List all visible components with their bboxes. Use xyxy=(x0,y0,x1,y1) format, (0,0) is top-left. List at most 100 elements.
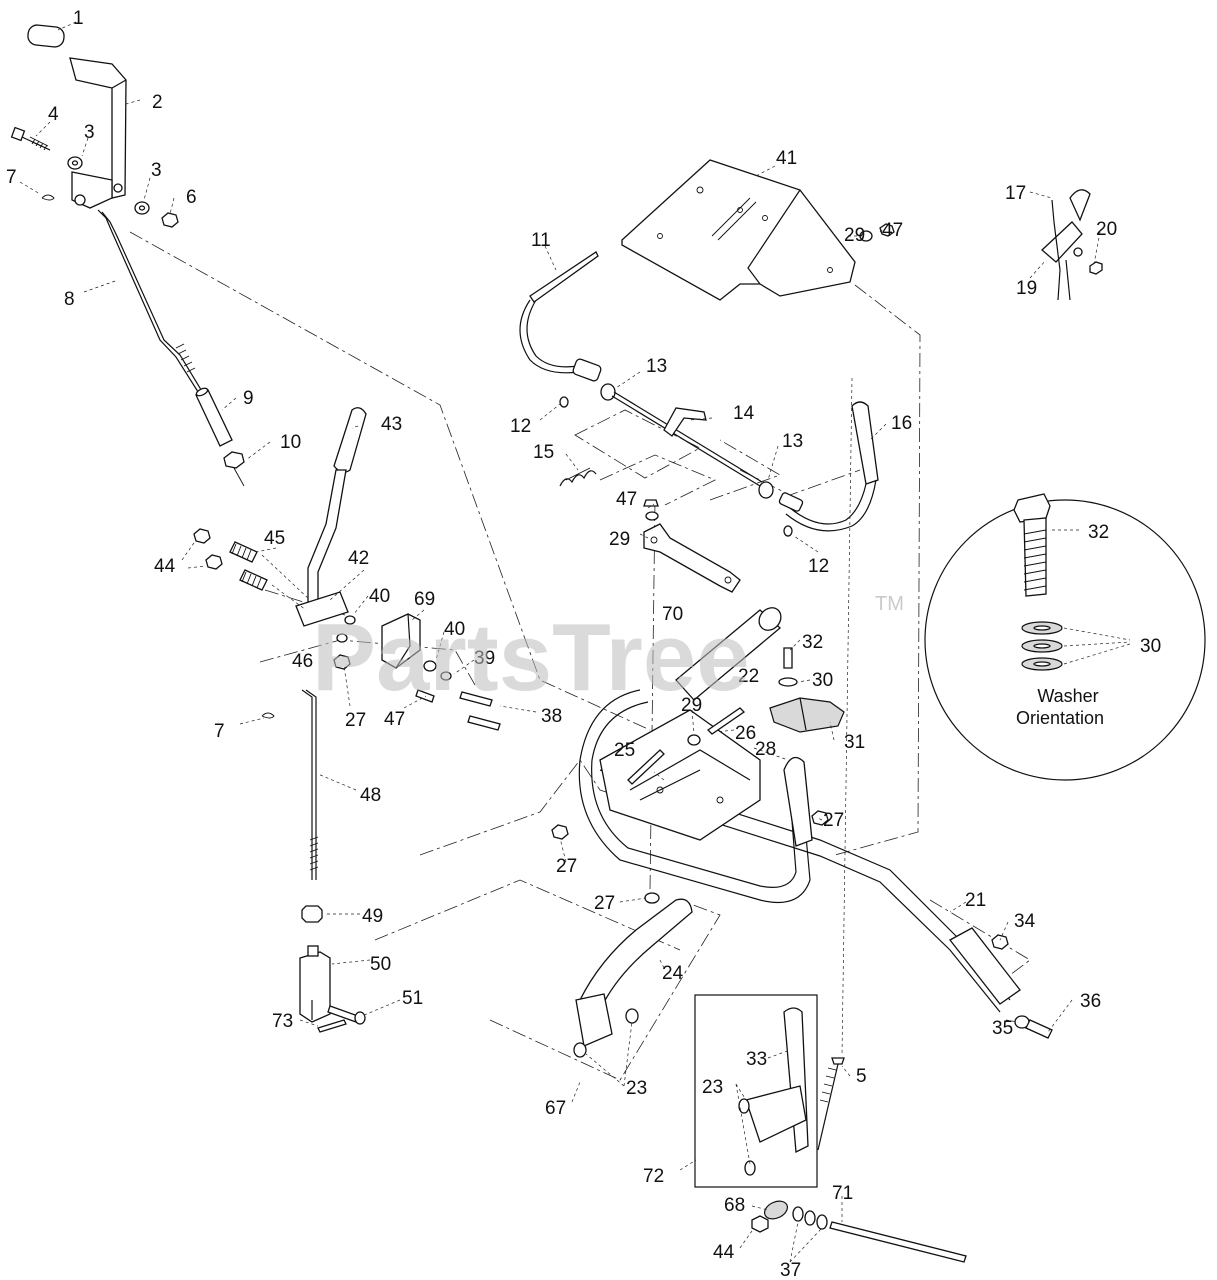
washer-39 xyxy=(440,671,452,681)
callout-20: 20 xyxy=(1096,219,1117,240)
callout-69: 69 xyxy=(414,589,435,610)
shaft-14 xyxy=(611,395,761,487)
inset-circle xyxy=(924,499,1206,781)
callout-5: 5 xyxy=(856,1066,867,1087)
nut-6 xyxy=(161,212,179,228)
washer-40a xyxy=(344,615,356,625)
brake-rod-8 xyxy=(97,209,201,396)
mounting-plate-41 xyxy=(621,159,856,301)
bolt-47a xyxy=(415,689,435,703)
spring-45a xyxy=(229,541,258,563)
bolt-32b xyxy=(783,647,793,669)
nut-27b xyxy=(551,824,569,840)
callout-30b: 30 xyxy=(1140,636,1161,657)
callout-30a: 30 xyxy=(812,670,833,691)
callout-15: 15 xyxy=(533,442,554,463)
callout-8: 8 xyxy=(64,289,75,310)
washer-orientation-inset: Washer Orientation xyxy=(924,493,1206,781)
callout-47a: 47 xyxy=(882,220,903,241)
callout-27c: 27 xyxy=(594,893,615,914)
bolt-38b xyxy=(467,715,501,731)
spring-9 xyxy=(195,389,233,447)
spring-45b xyxy=(239,569,268,591)
main-frame xyxy=(551,607,1053,1058)
callout-67: 67 xyxy=(545,1098,566,1119)
washer-37b xyxy=(804,1210,816,1226)
callout-13b: 13 xyxy=(782,431,803,452)
cable-handle-16 xyxy=(851,401,879,485)
callout-7b: 7 xyxy=(214,721,225,742)
bolt-36 xyxy=(1025,1019,1053,1039)
callout-6: 6 xyxy=(186,187,197,208)
lock-31 xyxy=(769,697,845,733)
bolt-5 xyxy=(831,1057,845,1065)
bolt-26 xyxy=(706,707,746,735)
watermark-tm: TM xyxy=(875,593,904,615)
washer-37c xyxy=(816,1214,828,1230)
washer-29c xyxy=(687,734,701,746)
callout-2: 2 xyxy=(152,92,163,113)
control-lever-assembly xyxy=(193,407,501,1033)
callout-19: 19 xyxy=(1016,278,1037,299)
upper-cable-assembly xyxy=(519,159,895,593)
callout-3b: 3 xyxy=(151,160,162,181)
lever-33 xyxy=(783,1007,809,1154)
handle-tube-28 xyxy=(783,756,813,847)
callout-49: 49 xyxy=(362,906,383,927)
pedal-arm xyxy=(69,57,127,199)
bushing-23b xyxy=(573,1042,587,1058)
nut-27a xyxy=(333,654,351,670)
callout-3a: 3 xyxy=(84,122,95,143)
callout-34: 34 xyxy=(1014,911,1036,932)
nut-10 xyxy=(223,451,245,469)
callout-12b: 12 xyxy=(808,556,829,577)
nut-34 xyxy=(991,934,1009,950)
nut-49 xyxy=(301,905,323,923)
nut-27d xyxy=(811,810,829,826)
washer-29b xyxy=(645,511,659,521)
callout-9: 9 xyxy=(243,388,254,409)
callout-11: 11 xyxy=(531,230,551,251)
bracket-67 xyxy=(575,993,613,1047)
callout-36: 36 xyxy=(1080,991,1101,1012)
callout-48: 48 xyxy=(360,785,381,806)
bushing-23c xyxy=(738,1098,750,1114)
bolt-47b xyxy=(643,499,659,507)
handle-frame xyxy=(578,689,811,904)
pin-51 xyxy=(327,1005,359,1023)
callout-44a: 44 xyxy=(154,556,176,577)
callout-21: 21 xyxy=(965,890,986,911)
bolt-38a xyxy=(459,691,493,707)
callout-33: 33 xyxy=(746,1049,767,1070)
lever-grip-43 xyxy=(333,407,367,473)
inset-caption-line2: Orientation xyxy=(1016,708,1104,728)
callout-41: 41 xyxy=(776,148,797,169)
callout-27a: 27 xyxy=(345,710,366,731)
callout-4: 4 xyxy=(48,104,59,125)
lever-arm-42 xyxy=(307,469,347,605)
callout-17: 17 xyxy=(1005,183,1026,204)
callout-68: 68 xyxy=(724,1195,745,1216)
spring-15 xyxy=(559,470,597,487)
callout-40a: 40 xyxy=(369,586,390,607)
callout-14: 14 xyxy=(733,403,755,424)
bushing-13a xyxy=(600,383,616,401)
callout-22: 22 xyxy=(738,666,759,687)
tube-22 xyxy=(675,609,781,701)
ball-joint-68 xyxy=(764,1200,788,1220)
callout-73: 73 xyxy=(272,1011,293,1032)
callout-29b: 29 xyxy=(609,529,630,550)
clevis-50 xyxy=(299,951,331,1023)
callout-39: 39 xyxy=(474,648,495,669)
nut-44b xyxy=(205,554,223,570)
callout-29c: 29 xyxy=(681,695,702,716)
watermark-text: PartsTree xyxy=(312,604,750,711)
callout-72: 72 xyxy=(643,1166,664,1187)
tube-21-end xyxy=(949,927,1021,1005)
callout-37: 37 xyxy=(780,1260,801,1280)
callout-29a: 29 xyxy=(844,225,865,246)
kit-72 xyxy=(694,994,967,1263)
callout-50: 50 xyxy=(370,954,391,975)
